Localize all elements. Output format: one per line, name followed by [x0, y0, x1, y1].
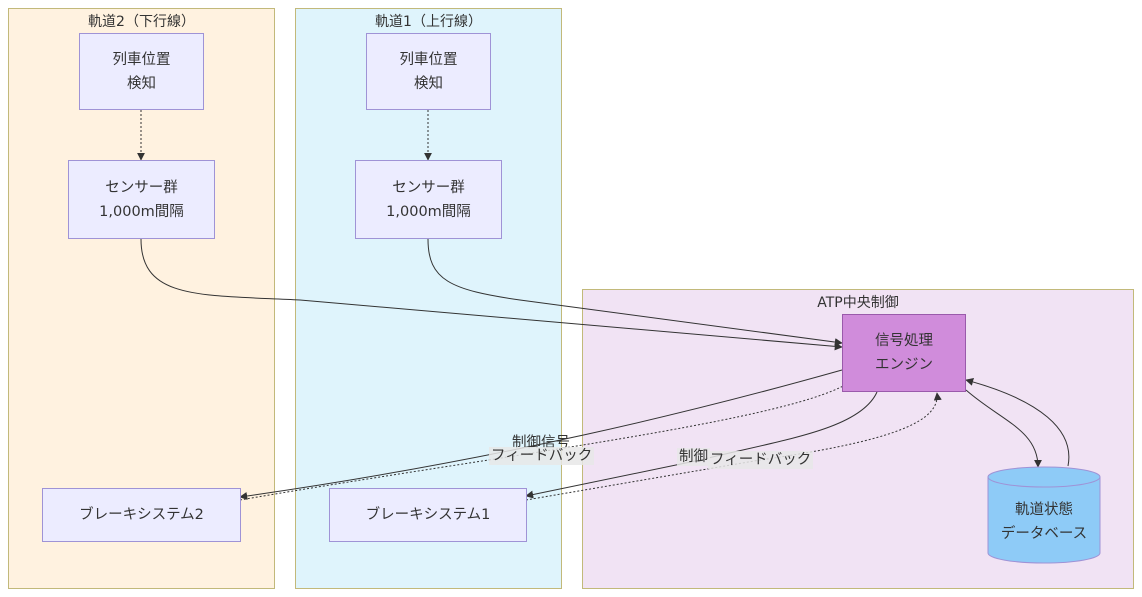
node-track-database: 軌道状態 データベース: [988, 498, 1100, 546]
edge-engine-db: [965, 389, 1042, 468]
database-cylinder: [987, 466, 1101, 564]
edge-t2-sensor-engine: [140, 238, 843, 351]
node-track-database-line1: 軌道状態: [1015, 502, 1073, 518]
node-t1-sensors: センサー群 1,000m間隔: [355, 160, 502, 239]
node-track-database-line2: データベース: [1000, 526, 1088, 542]
edge-t1-sensor-engine: [427, 238, 843, 347]
node-t1-position-detect: 列車位置 検知: [366, 33, 491, 110]
node-t1-position-line1: 列車位置: [399, 51, 458, 68]
edge-db-engine: [965, 378, 1070, 467]
node-signal-engine-line2: エンジン: [875, 357, 933, 373]
node-brake-system-1-label: ブレーキシステム1: [365, 507, 491, 523]
node-t2-sensors: センサー群 1,000m間隔: [68, 160, 215, 239]
node-brake-system-1: ブレーキシステム1: [329, 488, 527, 542]
node-signal-engine: 信号処理 エンジン: [842, 314, 966, 392]
cluster-track1-title: 軌道1（上行線）: [375, 14, 482, 30]
node-t1-sensors-line2: 1,000m間隔: [386, 203, 471, 220]
edge-label-control-1: 制御: [677, 448, 710, 466]
node-brake-system-2: ブレーキシステム2: [42, 488, 241, 542]
cluster-atp-title: ATP中央制御: [817, 295, 899, 311]
edge-label-feedback-2: フィードバック: [489, 447, 595, 465]
node-t2-sensors-line2: 1,000m間隔: [99, 203, 184, 220]
cluster-track2-title: 軌道2（下行線）: [88, 14, 195, 30]
node-t2-position-line1: 列車位置: [112, 51, 171, 68]
edge-label-feedback-1: フィードバック: [708, 451, 814, 469]
edge-brake2-engine: [239, 379, 854, 501]
node-t2-sensors-line1: センサー群: [105, 179, 178, 196]
node-signal-engine-line1: 信号処理: [875, 333, 933, 349]
node-t2-position-line2: 検知: [127, 75, 156, 92]
node-t1-sensors-line1: センサー群: [392, 179, 465, 196]
edge-engine-brake2: [239, 369, 843, 500]
node-brake-system-2-label: ブレーキシステム2: [79, 507, 204, 523]
node-t1-position-line2: 検知: [414, 75, 443, 92]
node-t2-position-detect: 列車位置 検知: [79, 33, 204, 110]
